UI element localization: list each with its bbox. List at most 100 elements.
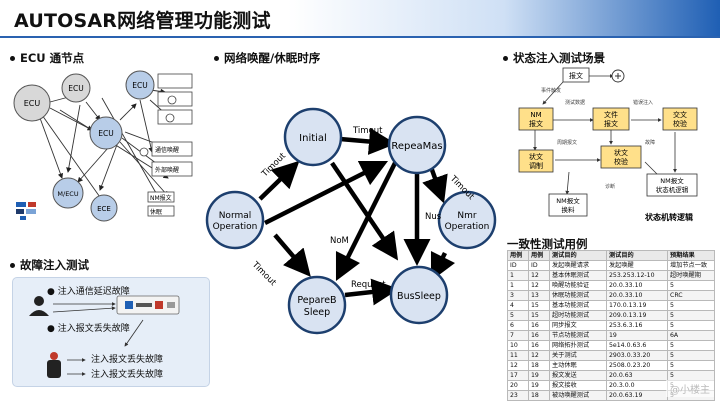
table-cell: CRC [667, 290, 715, 301]
section-title-ecu-text: ECU 通节点 [20, 51, 85, 65]
svg-text:文件报文: 文件报文 [604, 110, 618, 128]
flow-label-3: 错误注入 [633, 99, 653, 106]
table-cell: 20.0.63 [606, 370, 668, 381]
state-prepare-line1: PepareB [297, 295, 336, 306]
flow-box-check-line1: 状文 [614, 148, 628, 157]
table-cell: 20.0.33.10 [606, 280, 668, 291]
table-cell: 15 [528, 310, 550, 321]
state-bussleep-label: BusSleep [397, 291, 441, 302]
table-cell: 16 [528, 320, 550, 331]
ecu-note-4: 休眠 [150, 208, 162, 216]
table-cell: 170.0.13.19 [606, 300, 668, 311]
table-cell: 19 [606, 330, 668, 341]
page-title: AUTOSAR网络管理功能测试 [14, 10, 271, 32]
fault-links [52, 302, 144, 376]
header-divider [0, 36, 720, 38]
flow-box-logic: NM报文状态机逻辑 [646, 173, 698, 197]
fault-item-1-text: 注入通信延迟故障 [57, 287, 130, 297]
transition-label-7: Request [351, 280, 386, 290]
ecu-network-diagram: ECU ECU ECU ECU M/ECU ECE 通信唤醒 外部唤醒 NM报文… [13, 70, 193, 222]
section-title-consistency: 一致性测试用例 [507, 236, 588, 252]
table-cell: 5 [667, 280, 715, 291]
col-header: 用例 [528, 250, 550, 261]
table-cell: 23 [507, 390, 529, 401]
fault-item-4-text: 注入报文丢失故障 [91, 370, 164, 380]
table-cell: 增加节点一致 [667, 260, 715, 271]
table-cell: 20.3.0.0 [606, 380, 668, 391]
table-cell: 5 [667, 310, 715, 321]
flow-box-file-line2: 报文 [604, 119, 618, 128]
svg-text:状文调制: 状文调制 [529, 152, 543, 170]
table-cell: 报文发送 [549, 370, 607, 381]
bullet-icon [10, 56, 15, 61]
fault-item-2-text: 注入报文丢失故障 [57, 324, 130, 334]
svg-text:M/ECU: M/ECU [57, 190, 78, 198]
flow-box-file-line1: 文件 [604, 110, 618, 119]
table-cell: 关于测试 [549, 350, 607, 361]
transition-label-2: Timout [352, 126, 383, 136]
table-cell: 16 [528, 340, 550, 351]
flow-caption: 状态机转逻辑 [645, 212, 693, 222]
table-cell: 5 [667, 320, 715, 331]
svg-text:NM报文状态机逻辑: NM报文状态机逻辑 [656, 176, 689, 194]
table-cell: 19 [528, 370, 550, 381]
table-cell: 网络拓扑测试 [549, 340, 607, 351]
ecu-note-1: 通信唤醒 [155, 146, 179, 154]
table-cell: 5 [667, 300, 715, 311]
table-cell: 6A [667, 330, 715, 341]
table-cell: 基本功能测试 [549, 300, 607, 311]
col-header: 测试目的 [549, 250, 607, 261]
table-cell: 5 [507, 310, 529, 321]
flow-label-6: 诊断 [605, 183, 615, 190]
section-title-fault: 故障注入测试 [10, 257, 89, 273]
flow-box-logic-line2: 状态机逻辑 [656, 185, 689, 194]
flow-label-2: 测试数据 [565, 99, 585, 106]
table-cell: 5e14.0.63.6 [606, 340, 668, 351]
ecu-small-nodes [139, 95, 177, 157]
table-cell: 20.0.63.19 [606, 390, 668, 401]
flow-box-verify: 交文校验 [662, 107, 698, 131]
table-cell: 7 [507, 330, 529, 341]
ecu-links [39, 88, 169, 201]
table-cell: 12 [528, 280, 550, 291]
ecu-note-3: NM报文 [150, 194, 172, 202]
ecu-node-3: ECU [89, 116, 123, 150]
bullet-icon [214, 56, 219, 61]
table-cell: 3 [507, 290, 529, 301]
col-header: 测试目的 [606, 250, 668, 261]
svg-text:ECU: ECU [68, 84, 83, 93]
flow-box-modulate-line1: 状文 [529, 152, 543, 161]
flow-box-file: 文件报文 [592, 107, 630, 131]
bullet-icon [10, 263, 15, 268]
svg-text:ECU: ECU [132, 81, 147, 90]
col-header: 预期结果 [667, 250, 715, 261]
col-header: 用例 [507, 250, 529, 261]
ecu-device-icon [116, 295, 180, 315]
table-cell: 1 [507, 280, 529, 291]
state-repeat-message: RepeaMas [387, 115, 447, 175]
table-cell: 20.0.33.10 [606, 290, 668, 301]
transition-label-3: Timout [249, 259, 278, 288]
flow-box-modulate-line2: 调制 [529, 161, 543, 170]
svg-text:NM报文: NM报文 [529, 111, 543, 128]
svg-text:交文校验: 交文校验 [673, 110, 687, 128]
fault-item-2: ● 注入报文丢失故障 [47, 324, 130, 334]
table-cell: 12 [507, 360, 529, 371]
svg-text:ECU: ECU [98, 129, 113, 138]
transition-label-6: NoM [330, 236, 349, 246]
table-cell: 基本休眠测试 [549, 270, 607, 281]
state-repeat-label: RepeaMas [391, 141, 442, 152]
ecu-note-2: 外部唤醒 [155, 166, 179, 174]
ecu-node-4: ECU [125, 70, 155, 100]
svg-text:报文: 报文 [569, 71, 583, 80]
